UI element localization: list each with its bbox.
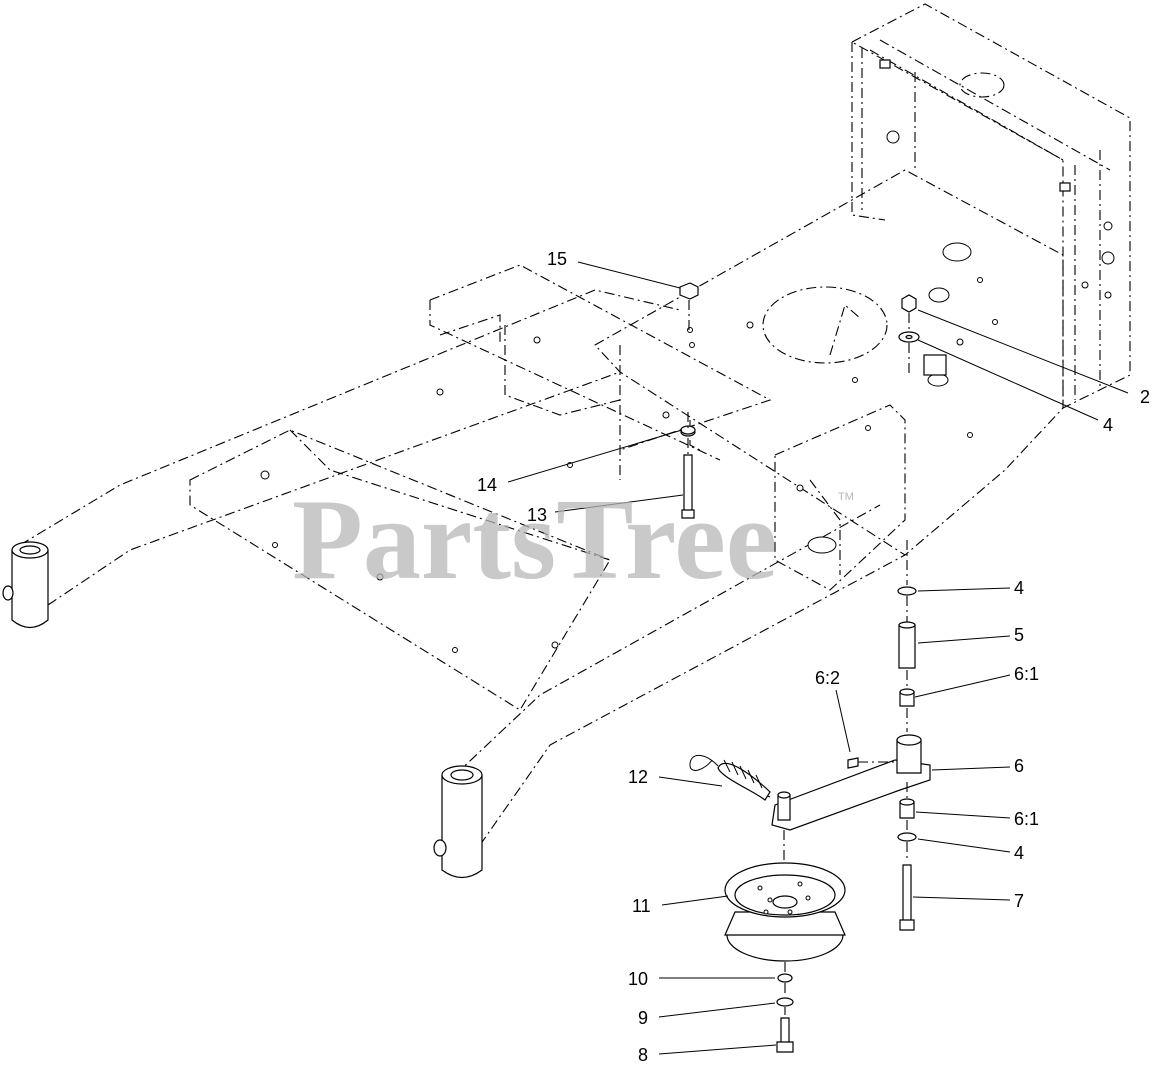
watermark-text: PartsTree [292,476,777,604]
callout-labels: 15 2 4 14 13 4 5 6:1 6:2 6 12 6:1 4 11 7… [477,249,1150,1065]
idler-arm-6 [771,734,931,831]
callout-2: 2 [1140,387,1150,407]
washer-9 [776,997,794,1007]
callout-7: 7 [1014,891,1024,911]
callout-6-2: 6:2 [815,668,840,688]
grease-fitting-6-2 [847,757,859,769]
callout-15: 15 [547,249,567,269]
callout-12: 12 [628,767,648,787]
partstree-watermark: PartsTree TM [292,476,854,604]
callout-10: 10 [628,969,648,989]
bolt-15 [679,282,699,330]
callout-6: 6 [1014,756,1024,776]
callout-11: 11 [632,896,651,916]
bolt-8 [780,1017,790,1044]
front-left-caster-tube [2,541,49,629]
callout-4-middle: 4 [1014,578,1024,598]
callout-6-1-top: 6:1 [1014,664,1039,684]
callout-13: 13 [527,505,547,525]
rear-frame-upright [850,3,1131,409]
callout-6-1-bottom: 6:1 [1014,809,1039,829]
callout-4-top: 4 [1103,415,1113,435]
callout-5: 5 [1014,625,1024,645]
callout-8: 8 [638,1045,648,1065]
washer-14 [680,412,696,437]
idler-pulley-11 [724,830,846,1053]
watermark-trademark: TM [838,491,854,503]
front-right-caster-tube [433,765,483,879]
washer-4-bottom [897,832,917,842]
washer-10 [777,973,793,983]
washer-4-middle [897,586,917,596]
extension-spring-12 [689,754,771,801]
bolt-7 [902,864,912,923]
leader-lines [507,261,1129,1055]
spacer-5 [898,624,916,669]
lower-pivot-hardware [897,782,917,931]
top-deck-plate [594,169,1064,556]
bolt-13 [681,438,695,519]
callout-9: 9 [638,1008,648,1028]
nut-2 [901,294,917,330]
idler-pivot-stack [897,540,917,732]
callout-4-bottom: 4 [1014,843,1024,863]
washer-4-top [898,331,920,375]
callout-14: 14 [477,475,497,495]
main-frame-rails [19,264,947,846]
